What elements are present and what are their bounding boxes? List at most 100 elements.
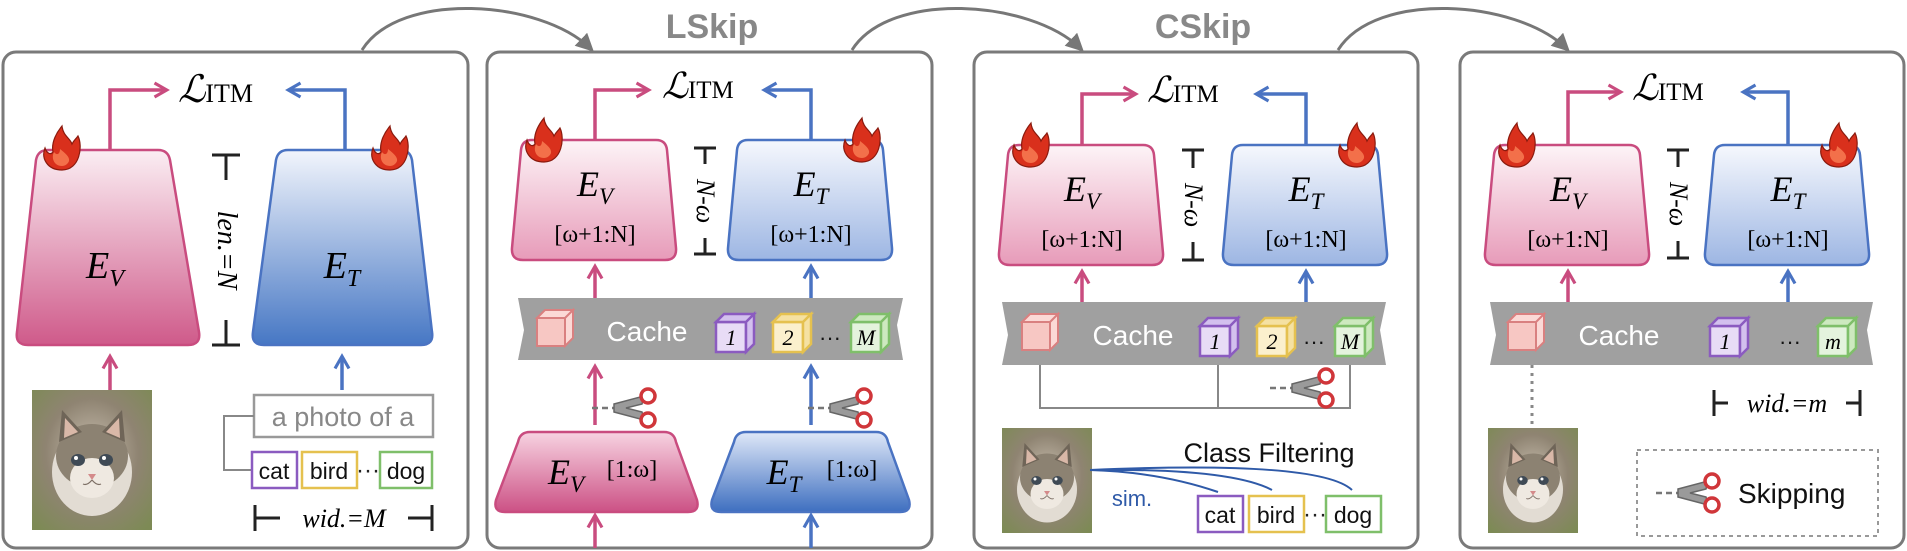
cache-bar (1490, 302, 1873, 365)
prompt-connector (223, 415, 254, 471)
cache-token-m-label: M (856, 325, 877, 350)
text-encoder-range: [ω+1:N] (770, 222, 851, 248)
cache-token-1-label: 1 (726, 325, 737, 350)
legend-skipping-label: Skipping (1738, 478, 1845, 509)
text-encoder-range: [ω+1:N] (1747, 227, 1828, 253)
panel-cskip: ℒITM EV [ω+1:N] ET [ω+1:N] N-ω Cache 1 (972, 50, 1420, 550)
vision-encoder-label: EV (576, 164, 616, 209)
cache-token-1 (1706, 314, 1752, 360)
vision-encoder-range: [ω+1:N] (1041, 227, 1122, 253)
text-to-loss-arrow (1740, 83, 1790, 145)
loss-itm-label: ℒITM (1147, 70, 1219, 110)
text-encoder-top (1221, 143, 1389, 267)
cache-token-2-label: 2 (783, 325, 794, 350)
cache-token-1 (712, 310, 758, 356)
loss-itm-label: ℒITM (1632, 68, 1704, 108)
class-box-cat (1196, 494, 1245, 534)
class-box-bird (1247, 494, 1306, 534)
filter-connector (1039, 365, 1351, 409)
cat-image (1001, 427, 1093, 534)
vision-encoder-range: [ω+1:N] (554, 222, 635, 248)
text-to-loss-arrow (1253, 85, 1308, 145)
text-to-loss-arrow (761, 81, 813, 140)
cache-token-m (1814, 314, 1860, 360)
loss-itm-label: ℒITM (662, 66, 734, 106)
cache-slot-cube (1019, 311, 1061, 353)
vision-encoder-top (510, 138, 678, 262)
class-cat: cat (1205, 502, 1236, 528)
class-box-bird (300, 450, 359, 490)
cache-bar (1002, 302, 1386, 365)
cache-label: Cache (607, 316, 688, 347)
ellipsis: ··· (356, 457, 380, 484)
vision-encoder-top (997, 143, 1165, 267)
class-box-dog (378, 450, 434, 490)
text-encoder-bottom (710, 430, 911, 514)
vision-to-loss-arrow (1566, 83, 1624, 145)
vision-to-loss-arrow (593, 81, 652, 140)
text-encoder-range: [ω+1:N] (1265, 227, 1346, 253)
cache-label: Cache (1579, 320, 1660, 351)
prompt-text: a photo of a (272, 402, 416, 432)
cache-slot-cube (1505, 311, 1547, 353)
cache-token-1-label: 1 (1210, 329, 1221, 354)
vision-encoder-range: [ω+1:N] (1527, 227, 1608, 253)
vision-encoder-label: EV (1063, 169, 1103, 214)
cache-bar (518, 298, 903, 360)
cache-token-1 (1196, 314, 1242, 360)
cache-token-m-label: m (1825, 329, 1841, 354)
text-encoder-bottom-label: ET (766, 452, 804, 497)
text-encoder-top (726, 138, 894, 262)
depth-label-partial: N-ω (691, 178, 720, 223)
cache-token-2 (769, 310, 815, 356)
class-filtering-title: Class Filtering (1183, 438, 1354, 468)
class-dog: dog (387, 458, 425, 484)
stage-connectors: LSkip CSkip (360, 6, 1570, 52)
ellipsis: ··· (819, 325, 841, 350)
text-encoder-top (1703, 143, 1871, 267)
text-to-loss-arrow (285, 81, 347, 150)
prompt-box (252, 393, 435, 439)
text-encoder (251, 148, 434, 347)
cat-image (1487, 427, 1579, 534)
vision-encoder-bottom (494, 430, 699, 514)
vision-encoder-bottom-range: [1:ω] (607, 457, 657, 483)
cache-label: Cache (1093, 320, 1174, 351)
vision-to-loss-arrow (1080, 85, 1139, 145)
depth-label-full: len.=N (211, 211, 242, 291)
vision-to-loss-arrow (108, 81, 170, 150)
panel-final: ℒITM EV [ω+1:N] ET [ω+1:N] N-ω Cache 1 ·… (1458, 50, 1906, 550)
text-encoder-label: ET (793, 164, 831, 209)
cache-token-m-label: M (1340, 329, 1361, 354)
vision-encoder-label: EV (85, 245, 126, 292)
vision-encoder-bottom-label: EV (547, 452, 587, 497)
stage-arrow-1 (360, 6, 594, 52)
depth-label-partial: N-ω (1664, 181, 1693, 226)
ellipsis: ··· (1303, 501, 1327, 528)
similarity-curves (1089, 466, 1353, 493)
class-box-dog (1324, 494, 1383, 534)
cache-token-2 (1253, 314, 1299, 360)
cache-token-m (1331, 314, 1377, 360)
class-bird: bird (310, 458, 348, 484)
vision-encoder-top (1483, 143, 1651, 267)
class-cat: cat (259, 458, 290, 484)
class-box-cat (250, 450, 299, 490)
depth-label-partial: N-ω (1179, 182, 1208, 227)
text-encoder-label: ET (1288, 169, 1326, 214)
stage-arrow-3 (1336, 6, 1570, 52)
loss-itm-label: ℒITM (178, 69, 253, 111)
panel-lskip: ℒITM EV [ω+1:N] ET [ω+1:N] N-ω Cache 1 (485, 50, 934, 550)
cache-slot-cube (534, 307, 576, 349)
stage-arrow-2 (850, 6, 1084, 52)
cache-token-m (847, 310, 893, 356)
cache-token-2-label: 2 (1267, 329, 1278, 354)
class-bird: bird (1257, 502, 1295, 528)
ellipsis: ··· (1779, 329, 1801, 354)
sim-label: sim. (1112, 486, 1152, 511)
panel-baseline: ℒITM EV ET len.=N a photo of a cat bird … (1, 50, 470, 550)
vision-encoder (15, 148, 201, 347)
width-label-reduced: wid.=m (1747, 389, 1827, 418)
class-dog: dog (1334, 502, 1372, 528)
